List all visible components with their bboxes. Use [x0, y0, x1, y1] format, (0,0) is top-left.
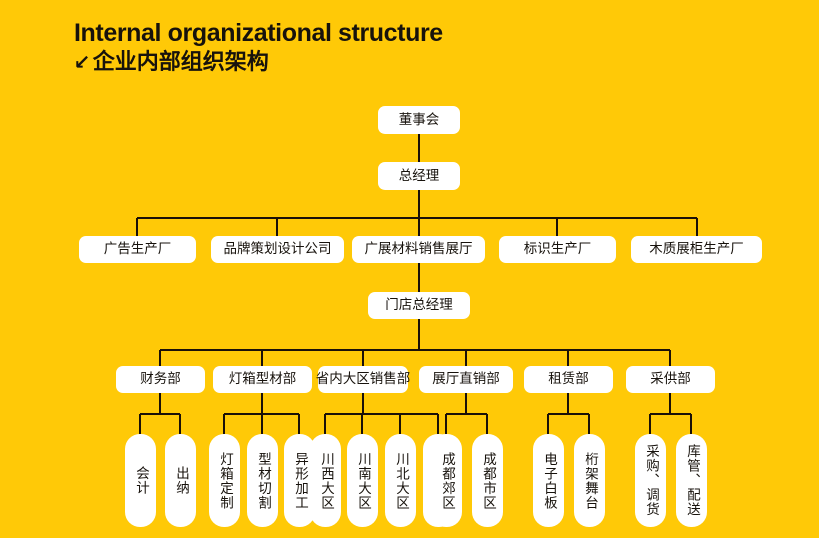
node-south-sichuan-region[interactable]: 川南大区 [347, 434, 378, 527]
node-warehouse-and-delivery[interactable]: 库管、配送 [676, 434, 707, 527]
node-profile-cutting[interactable]: 型材切割 [247, 434, 278, 527]
node-lightbox-profile-department[interactable]: 灯箱型材部 [213, 366, 312, 393]
node-label: 灯箱定制 [217, 451, 233, 510]
node-label: 库管、配送 [684, 444, 700, 517]
node-leasing-department[interactable]: 租赁部 [524, 366, 613, 393]
node-purchasing-and-transfer[interactable]: 采购、调货 [635, 434, 666, 527]
node-label: 广展材料销售展厅 [364, 241, 473, 257]
node-label: 财务部 [140, 371, 181, 387]
node-label: 成都郊区 [439, 451, 455, 510]
node-label: 型材切割 [255, 451, 271, 510]
node-wooden-display-cabinet-factory[interactable]: 木质展柜生产厂 [631, 236, 762, 263]
node-label: 异形加工 [292, 451, 308, 510]
node-provincial-region-sales-department[interactable]: 省内大区销售部 [315, 366, 411, 393]
node-label: 川西大区 [318, 451, 334, 510]
node-lightbox-customization[interactable]: 灯箱定制 [209, 434, 240, 527]
title-english: Internal organizational structure [74, 19, 443, 47]
node-label: 电子白板 [541, 451, 557, 510]
node-accounting[interactable]: 会计 [125, 434, 156, 527]
node-exhibition-material-sales-hall[interactable]: 广展材料销售展厅 [352, 236, 485, 263]
node-west-sichuan-region[interactable]: 川西大区 [310, 434, 341, 527]
node-north-sichuan-region[interactable]: 川北大区 [385, 434, 416, 527]
node-label: 川南大区 [355, 451, 371, 510]
node-chengdu-suburbs[interactable]: 成都郊区 [431, 434, 462, 527]
node-finance-department[interactable]: 财务部 [116, 366, 205, 393]
title-chinese-text: 企业内部组织架构 [92, 49, 269, 74]
node-label: 采供部 [650, 371, 691, 387]
node-label: 成都市区 [480, 451, 496, 510]
node-label: 省内大区销售部 [315, 371, 411, 387]
node-label: 会计 [133, 466, 149, 495]
node-label: 门店总经理 [385, 297, 453, 313]
node-general-manager[interactable]: 总经理 [378, 162, 460, 190]
node-cashier[interactable]: 出纳 [165, 434, 196, 527]
node-showroom-direct-sales-department[interactable]: 展厅直销部 [419, 366, 513, 393]
node-label: 总经理 [398, 167, 440, 183]
node-label: 木质展柜生产厂 [649, 241, 744, 257]
node-label: 租赁部 [548, 371, 589, 387]
arrow-down-right-icon: ↘ [74, 52, 91, 74]
page-title: Internal organizational structure ↘企业内部组… [74, 20, 443, 76]
node-procurement-supply-department[interactable]: 采供部 [626, 366, 715, 393]
title-chinese: ↘企业内部组织架构 [74, 49, 443, 76]
node-label: 桁架舞台 [582, 451, 598, 510]
node-irregular-shape-processing[interactable]: 异形加工 [284, 434, 315, 527]
node-advertising-factory[interactable]: 广告生产厂 [79, 236, 196, 263]
node-label: 采购、调货 [643, 444, 659, 517]
node-label: 川北大区 [393, 451, 409, 510]
node-truss-stage[interactable]: 桁架舞台 [574, 434, 605, 527]
node-store-general-manager[interactable]: 门店总经理 [368, 292, 470, 319]
node-label: 董事会 [398, 111, 440, 127]
node-chengdu-city[interactable]: 成都市区 [472, 434, 503, 527]
node-label: 标识生产厂 [523, 241, 592, 257]
node-label: 出纳 [173, 466, 189, 495]
node-brand-planning-design-company[interactable]: 品牌策划设计公司 [211, 236, 344, 263]
node-electronic-whiteboard[interactable]: 电子白板 [533, 434, 564, 527]
node-label: 广告生产厂 [103, 241, 172, 257]
node-label: 品牌策划设计公司 [223, 241, 332, 257]
node-label: 灯箱型材部 [228, 371, 297, 387]
node-board-of-directors[interactable]: 董事会 [378, 106, 460, 134]
node-label: 展厅直销部 [432, 371, 500, 387]
node-signage-factory[interactable]: 标识生产厂 [499, 236, 616, 263]
